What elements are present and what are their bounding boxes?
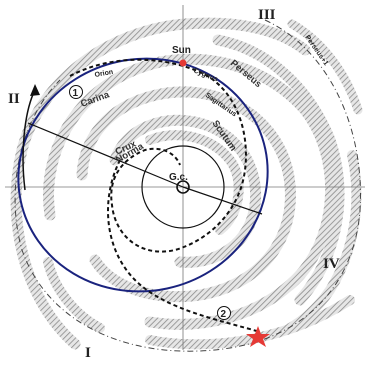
line-to-quadrant-iv	[182, 186, 263, 215]
outer-boundary	[14, 19, 361, 352]
arm-perseus-outer	[212, 34, 345, 306]
arm-norma	[109, 114, 262, 268]
arm-perseus-plus-1	[287, 19, 363, 115]
quadrant-iii-label: III	[258, 7, 276, 23]
orbit-1-label: 1	[73, 88, 79, 99]
arm-inner-left	[43, 257, 105, 333]
arm-bottom	[145, 295, 355, 350]
sun-dot	[179, 59, 187, 67]
sun-label: Sun	[172, 45, 191, 56]
quadrant-i-label: I	[85, 345, 91, 361]
inner-circle-large	[141, 145, 225, 229]
star-marker	[246, 326, 270, 347]
orbit-2-marker	[217, 306, 231, 320]
arm-carina	[43, 53, 337, 330]
arm-outer-left	[10, 17, 311, 350]
galactic-center-label: G.c.	[169, 172, 188, 183]
orbit-2-label: 2	[221, 309, 227, 320]
arm-label-cygnus: Cygnus	[192, 67, 219, 83]
quadrant-iv-label: IV	[323, 256, 340, 272]
orbit-1-marker	[69, 85, 83, 99]
spiral-arms	[10, 17, 363, 350]
quadrant-ii-label: II	[8, 91, 20, 107]
rotation-arrow	[22, 89, 36, 191]
line-to-quadrant-ii	[27, 122, 184, 188]
arm-scutum	[145, 130, 244, 235]
rotation-arrowhead	[30, 84, 40, 96]
arm-crux	[76, 86, 296, 303]
inner-circle-small	[176, 180, 190, 194]
orbit-2	[69, 58, 261, 333]
arm-label-orion: Orion	[94, 69, 114, 79]
